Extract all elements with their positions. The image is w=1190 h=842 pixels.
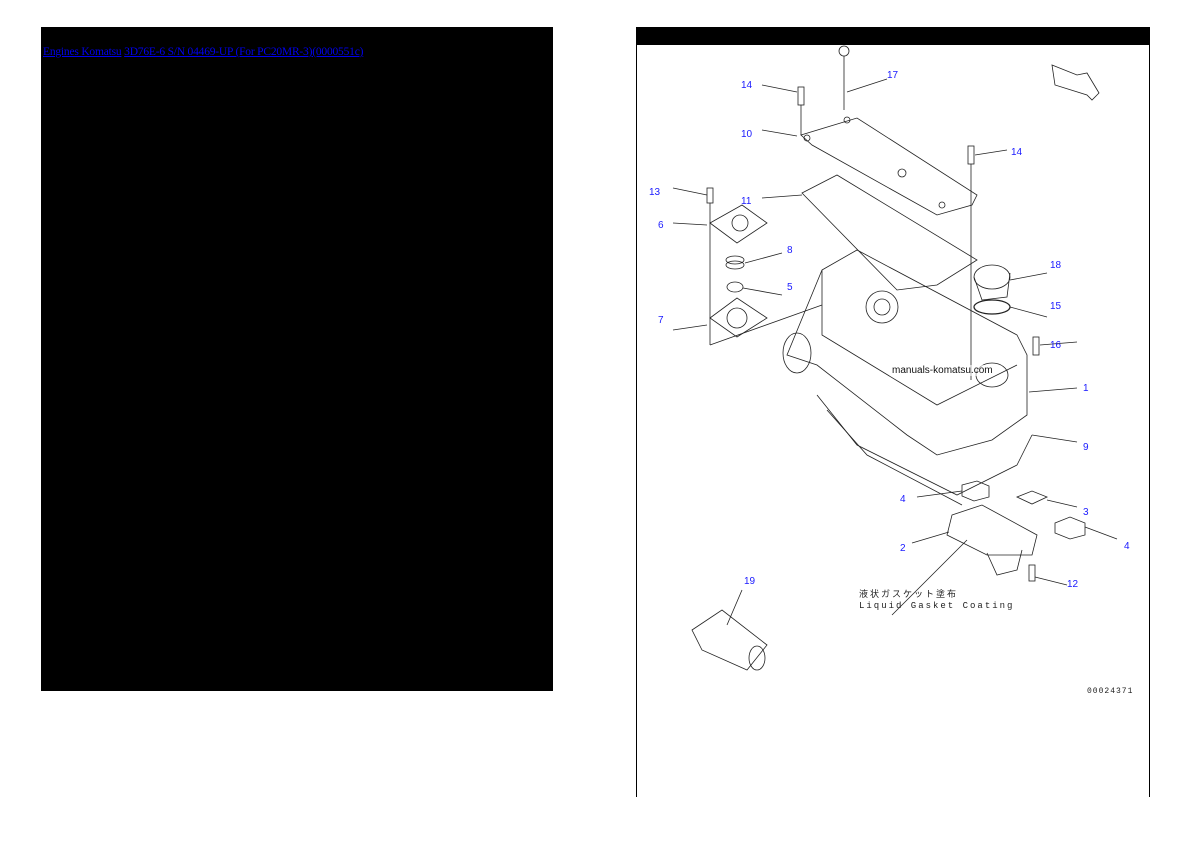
- drawing-number: 00024371: [1087, 687, 1134, 696]
- watermark: manuals-komatsu.com: [892, 365, 993, 376]
- diagram-header-bar: [637, 27, 1150, 45]
- gasket-note: 液状ガスケット塗布 Liquid Gasket Coating: [859, 590, 1014, 612]
- callout-7: 7: [658, 315, 664, 326]
- gasket-note-en: Liquid Gasket Coating: [859, 601, 1015, 611]
- callout-16: 16: [1050, 340, 1062, 351]
- callout-1: 1: [1083, 383, 1089, 394]
- callout-13: 13: [649, 187, 661, 198]
- gasket-note-jp: 液状ガスケット塗布: [859, 590, 959, 600]
- callout-17: 17: [887, 70, 899, 81]
- fwd-arrow-icon: [1051, 64, 1100, 101]
- callout-5: 5: [787, 282, 793, 293]
- callout-15: 15: [1050, 301, 1062, 312]
- breadcrumb-link-model[interactable]: 3D76E-6 S/N 04469-UP (For PC20MR-3)(0000…: [124, 46, 364, 58]
- breadcrumb-link-engines[interactable]: Engines Komatsu: [43, 46, 122, 58]
- right-panel: 14 17 10 14 13 11 6 8 5 7 18 15 16 1 9 4…: [636, 27, 1150, 797]
- breadcrumb: Engines Komatsu 3D76E-6 S/N 04469-UP (Fo…: [43, 46, 363, 58]
- callout-9: 9: [1083, 442, 1089, 453]
- callout-10: 10: [741, 129, 753, 140]
- callout-14: 14: [1011, 147, 1023, 158]
- callout-14: 14: [741, 80, 753, 91]
- callout-18: 18: [1050, 260, 1062, 271]
- callout-19: 19: [744, 576, 756, 587]
- callout-4: 4: [1124, 541, 1130, 552]
- parts-diagram: 14 17 10 14 13 11 6 8 5 7 18 15 16 1 9 4…: [637, 45, 1149, 797]
- left-panel: Engines Komatsu 3D76E-6 S/N 04469-UP (Fo…: [41, 27, 553, 691]
- callout-6: 6: [658, 220, 664, 231]
- callout-12: 12: [1067, 579, 1079, 590]
- callout-2: 2: [900, 543, 906, 554]
- callout-3: 3: [1083, 507, 1089, 518]
- callout-4: 4: [900, 494, 906, 505]
- exploded-view-drawing: [672, 45, 1118, 671]
- callout-8: 8: [787, 245, 793, 256]
- callout-11: 11: [741, 196, 752, 207]
